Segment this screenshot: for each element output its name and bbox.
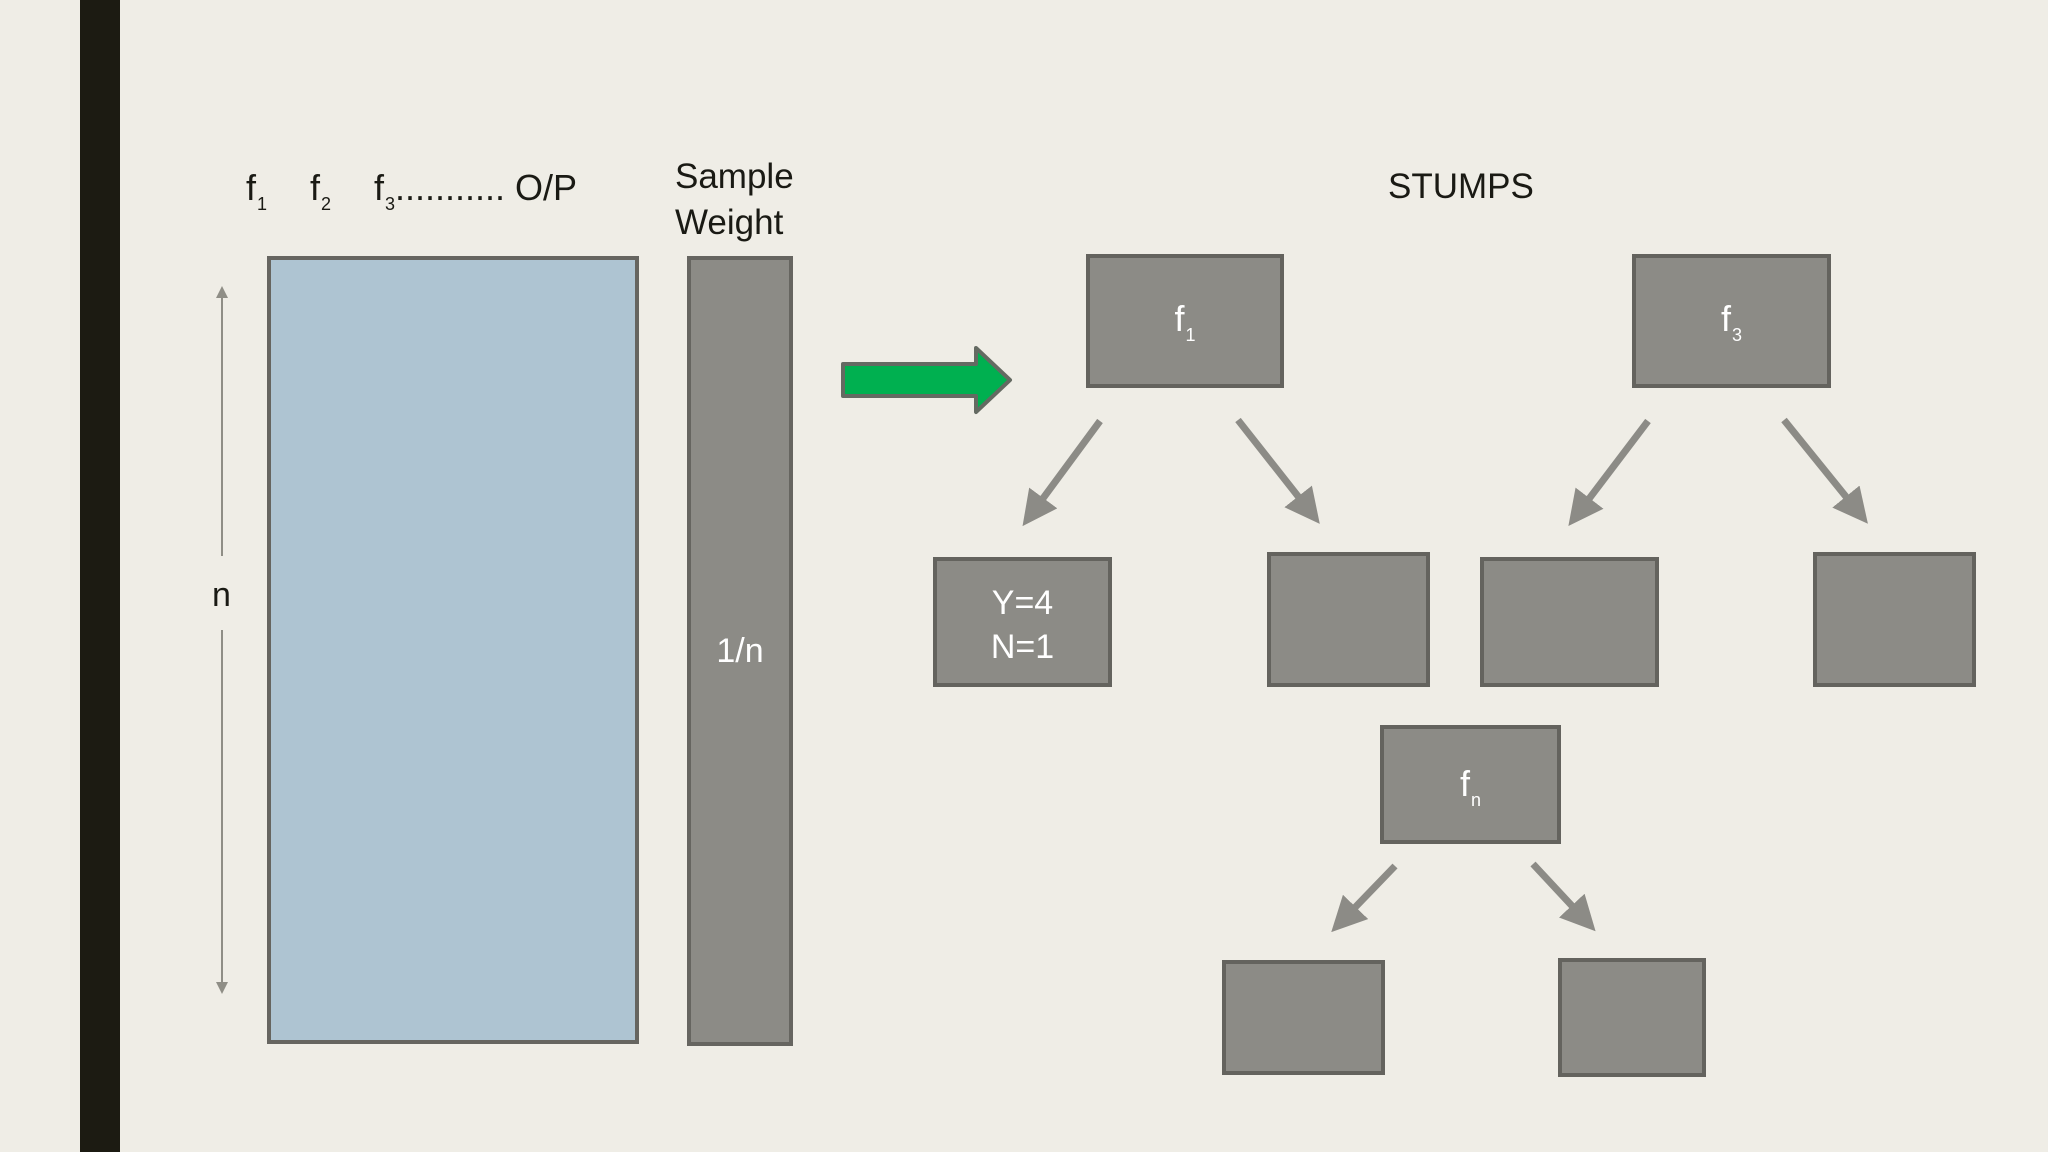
arrow-f3-right-icon [1781,417,1868,524]
feature-f3-label: f3........... O/P [374,167,578,215]
leaf-f1-left: Y=4 N=1 [933,557,1112,687]
stump-node-f3: f3 [1632,254,1831,388]
stump-node-f1: f1 [1086,254,1284,388]
arrow-f3-left-icon [1568,418,1651,527]
feature-f2-label: f2 [310,167,332,215]
n-dimension-line-top [221,292,223,556]
rows-label: n [212,576,231,614]
sample-weight-value: 1/n [716,632,764,670]
feature-f1-label: f1 [246,167,268,215]
arrow-f1-left-icon [1022,418,1103,527]
leaf-f3-right [1813,552,1976,687]
stump-node-fn-label: fn [1459,763,1482,810]
n-arrow-down-icon [216,982,228,994]
arrow-f1-right-icon [1235,417,1320,524]
leaf-fn-right [1558,958,1706,1077]
leaf-f1-right [1267,552,1430,687]
output-label: ........... O/P [395,167,578,208]
leaf-f3-left [1480,557,1659,687]
n-dimension-line-bottom [221,630,223,982]
stump-node-fn: fn [1380,725,1561,844]
stump-node-f1-label: f1 [1174,298,1196,345]
leaf-f1-left-counts: Y=4 N=1 [990,584,1055,666]
flow-arrow-icon [841,346,1012,414]
arrow-fn-left-icon [1331,863,1398,933]
dataset-table [267,256,639,1044]
left-accent-bar [80,0,120,1152]
arrow-fn-right-icon [1530,861,1596,932]
stump-node-f3-label: f3 [1720,298,1743,345]
sample-weight-header: Sample Weight [675,157,794,242]
leaf-fn-left [1222,960,1385,1075]
stumps-title: STUMPS [1388,167,1534,206]
sample-weight-column: 1/n [687,256,793,1046]
